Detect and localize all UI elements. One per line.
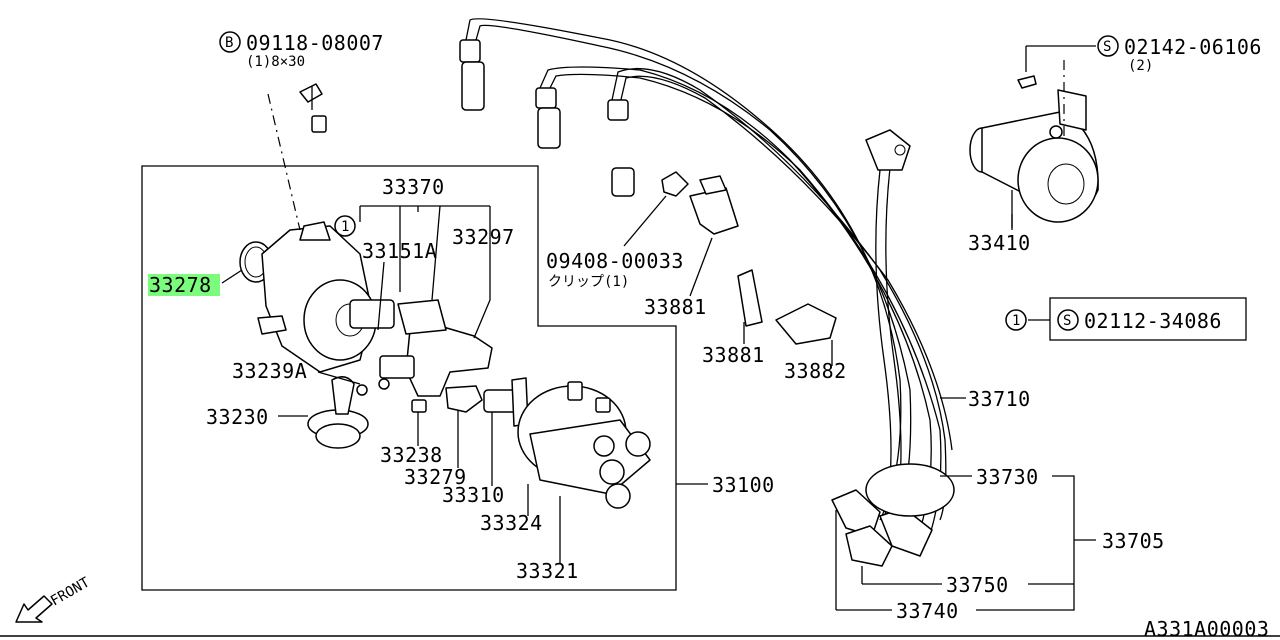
screw-sub: (2): [1128, 58, 1153, 74]
part-33100[interactable]: 33100: [712, 473, 775, 497]
part-33279[interactable]: 33279: [404, 465, 467, 489]
screw-code: 02142-06106: [1124, 35, 1262, 59]
part-33710[interactable]: 33710: [968, 387, 1031, 411]
svg-text:S: S: [1103, 39, 1111, 55]
part-33324[interactable]: 33324: [480, 511, 543, 535]
ignition-coil: [969, 60, 1099, 228]
part-33410[interactable]: 33410: [968, 231, 1031, 255]
part-33740[interactable]: 33740: [896, 599, 959, 623]
part-33730[interactable]: 33730: [976, 465, 1039, 489]
part-33750[interactable]: 33750: [946, 573, 1009, 597]
callout-1-ref: 1: [1005, 309, 1027, 331]
svg-text:S: S: [1063, 313, 1071, 329]
assembly-box: [141, 165, 677, 591]
part-33321[interactable]: 33321: [516, 559, 579, 583]
part-33881-upper[interactable]: 33881: [644, 295, 707, 319]
svg-text:1: 1: [341, 219, 349, 235]
svg-text:1: 1: [1012, 313, 1020, 329]
svg-text:FRONT: FRONT: [48, 574, 93, 609]
part-33151A[interactable]: 33151A: [362, 239, 437, 263]
bolt-sub: (1)8×30: [246, 54, 305, 70]
svg-text:B: B: [225, 35, 233, 51]
circled-s-screw: S: [1097, 35, 1119, 57]
part-33881-lower[interactable]: 33881: [702, 343, 765, 367]
bolt-code: 09118-08007: [246, 31, 384, 55]
leader-lines: [221, 45, 1096, 611]
small-parts: [307, 171, 837, 509]
callout-1-top: 1: [334, 215, 356, 237]
part-33297[interactable]: 33297: [452, 225, 515, 249]
part-33230[interactable]: 33230: [206, 405, 269, 429]
kit-ref-box: [1049, 297, 1247, 341]
figure-id: A331A00003: [1144, 617, 1269, 640]
distributor-housing: [239, 83, 395, 373]
part-33705[interactable]: 33705: [1102, 529, 1165, 553]
igniter-module: [379, 299, 493, 397]
plug-wires: [459, 18, 955, 567]
part-33238[interactable]: 33238: [380, 443, 443, 467]
clip-code: 09408-00033: [546, 249, 684, 273]
part-33278[interactable]: 33278: [149, 273, 212, 297]
kit-ref-code: 02112-34086: [1084, 309, 1222, 333]
circled-b: B: [219, 31, 241, 53]
part-highlight: [148, 274, 220, 296]
part-33310[interactable]: 33310: [442, 483, 505, 507]
part-33882[interactable]: 33882: [784, 359, 847, 383]
circled-s-kit: S: [1057, 309, 1079, 331]
part-33239A[interactable]: 33239A: [232, 359, 307, 383]
part-33370[interactable]: 33370: [382, 175, 445, 199]
clip-sub: クリップ(1): [548, 274, 629, 290]
front-arrow: FRONT: [15, 574, 93, 623]
